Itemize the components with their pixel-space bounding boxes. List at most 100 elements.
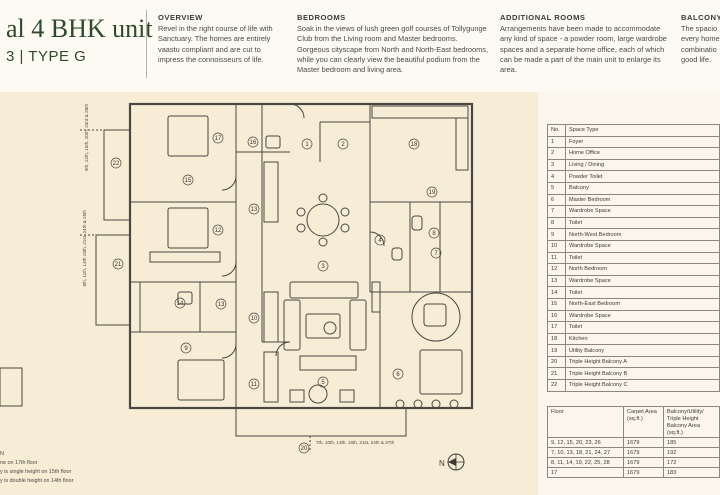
room-label-18: 18 <box>411 142 418 148</box>
bedrooms-heading: BEDROOMS <box>297 13 346 22</box>
bed-12 <box>167 207 209 249</box>
legend-space-type: North-West Bedroom <box>565 228 720 241</box>
room-label-12: 12 <box>215 228 222 234</box>
room-label-22: 22 <box>113 161 120 167</box>
room-label-6: 6 <box>396 372 400 378</box>
legend-space-type: Utility Balcony <box>565 344 720 357</box>
legend-number: 21 <box>547 367 566 381</box>
bed-6 <box>419 349 463 395</box>
room-label-2: 2 <box>341 142 345 148</box>
legend-space-type: Triple Height Balcony C <box>565 379 720 392</box>
legend-space-type: Living / Dining <box>565 158 720 172</box>
balcony-table <box>308 384 328 404</box>
sofa <box>289 281 359 299</box>
outer-wall <box>128 102 474 410</box>
area-floor-cell: 17 <box>547 467 624 478</box>
area-carpet-cell: 1679 <box>623 467 664 478</box>
balcony-column: BALCONY The spacio every home combinatio… <box>681 13 720 75</box>
legend-number: 14 <box>547 286 566 299</box>
additional-rooms-text: Arrangements have been made to accommoda… <box>500 24 667 75</box>
overview-text: Revel in the right course of life with S… <box>158 24 273 64</box>
legend-number: 13 <box>547 274 566 288</box>
callout-bottom: 7th, 10th, 13th, 16th, 21st, 24th & 27th <box>316 440 395 445</box>
legend-space-type: Toilet <box>565 216 720 230</box>
balcony-22 <box>103 129 131 221</box>
room-label-15: 15 <box>185 178 192 184</box>
callout-mid-left: 8th, 11th, 14th 18th, 21st, 24th & 25th <box>82 210 87 287</box>
area-table-grid: Floor Carpet Area (sq.ft.) Balcony/Utili… <box>547 406 720 478</box>
dining-table <box>306 203 340 237</box>
legend-space-type: Triple Height Balcony B <box>565 367 720 381</box>
room-label-19: 19 <box>429 190 436 196</box>
callout-top-left: 9th, 12th, 15th, 20th, 23rd & 26th <box>84 104 89 172</box>
legend-number: 1 <box>547 135 566 149</box>
note-15th-floor: y is single height on 15th floor <box>0 469 72 475</box>
legend-space-type: Toilet <box>565 286 720 299</box>
header-divider <box>146 10 147 78</box>
legend-number: 3 <box>547 158 566 172</box>
area-balcony-cell: 185 <box>663 437 720 448</box>
room-label-3: 3 <box>321 264 325 270</box>
room-label-1: 1 <box>305 142 309 148</box>
legend-space-type: North Bedroom <box>565 263 720 276</box>
balcony-21 <box>95 234 131 326</box>
legend-number: 18 <box>547 332 566 346</box>
coffee-table <box>305 313 341 339</box>
legend-space-header: Space Type <box>565 124 720 137</box>
legend-number: 4 <box>547 170 566 183</box>
legend-space-type: Wardrobe Space <box>565 239 720 253</box>
area-floor-cell: 8, 11, 14, 19, 22, 25, 28 <box>547 457 624 468</box>
additional-rooms-heading: ADDITIONAL ROOMS <box>500 13 586 22</box>
area-balcony-header: Balcony/Utility/ Triple Height Balcony A… <box>663 406 720 438</box>
area-carpet-cell: 1679 <box>623 457 664 468</box>
note-heading: N <box>0 451 4 457</box>
room-label-13: 13 <box>251 207 258 213</box>
floor-plan-drawing: 1 2 3 4 5 6 7 8 9 10 11 12 13 14 15 16 1… <box>0 102 474 454</box>
area-table: Floor Carpet Area (sq.ft.) Balcony/Utili… <box>547 406 720 478</box>
legend-header-row: No. Space Type <box>547 124 720 137</box>
legend-space-type: Powder Toilet <box>565 170 720 183</box>
legend-number: 7 <box>547 205 566 218</box>
area-balcony-cell: 192 <box>663 447 720 458</box>
area-balcony-cell: 172 <box>663 457 720 468</box>
area-floor-cell: 9, 12, 15, 20, 23, 26 <box>547 437 624 448</box>
legend-space-type: Home Office <box>565 147 720 160</box>
legend-space-type: Triple Height Balcony A <box>565 355 720 369</box>
room-label-16: 16 <box>250 140 257 146</box>
legend-space-type: North-East Bedroom <box>565 297 720 311</box>
legend-number: 12 <box>547 263 566 276</box>
room-label-17: 17 <box>215 136 222 142</box>
room-label-5: 5 <box>321 380 325 386</box>
legend-number: 2 <box>547 147 566 160</box>
area-floor-cell: 7, 10, 13, 18, 21, 24, 27 <box>547 447 624 458</box>
legend-number: 10 <box>547 239 566 253</box>
legend-number: 8 <box>547 216 566 230</box>
bedrooms-column: BEDROOMS Soak in the views of lush green… <box>297 13 489 81</box>
room-label-21: 21 <box>115 262 122 268</box>
room-label-4: 4 <box>378 238 382 244</box>
overview-heading: OVERVIEW <box>158 13 203 22</box>
area-floor-header: Floor <box>547 406 624 438</box>
unit-title: al 4 BHK unit <box>6 14 153 43</box>
bed-15 <box>167 115 209 157</box>
legend-no-header: No. <box>547 124 566 137</box>
